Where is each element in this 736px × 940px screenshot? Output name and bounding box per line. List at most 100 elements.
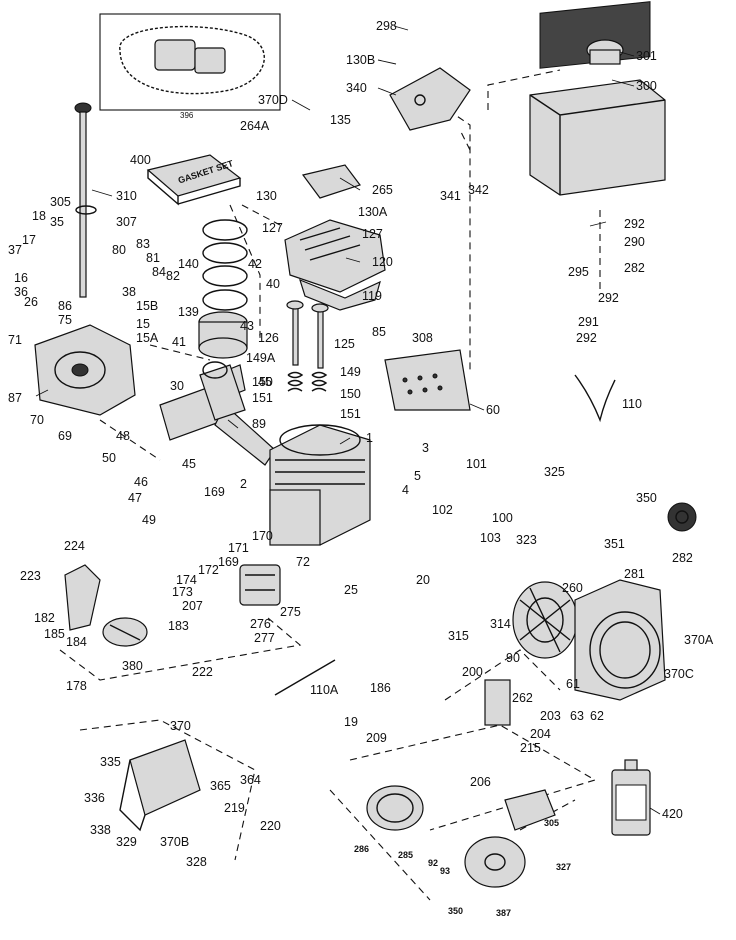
part-label: 380: [122, 659, 143, 673]
part-labels: 298 130B 301 300 340 370D 264A 135 400 3…: [8, 19, 714, 918]
part-label: 186: [370, 681, 391, 695]
part-label: 82: [166, 269, 180, 283]
piston-rings: [202, 219, 248, 311]
part-label: 351: [604, 537, 625, 551]
part-label: 264A: [240, 119, 270, 133]
part-label: 291: [578, 315, 599, 329]
part-label: 222: [192, 665, 213, 679]
part-label: 45: [182, 457, 196, 471]
part-label: 80: [112, 243, 126, 257]
part-label: 292: [598, 291, 619, 305]
part-label: 171: [228, 541, 249, 555]
part-label: 40: [266, 277, 280, 291]
part-label: 47: [128, 491, 142, 505]
part-label: 48: [116, 429, 130, 443]
part-label: 340: [346, 81, 367, 95]
part-label: 219: [224, 801, 245, 815]
part-label: 17: [22, 233, 36, 247]
part-label: 182: [34, 611, 55, 625]
part-label: 370D: [258, 93, 288, 107]
part-label: 265: [372, 183, 393, 197]
carburetor: [239, 564, 281, 606]
part-label: 2: [240, 477, 247, 491]
part-label: 19: [344, 715, 358, 729]
part-label: 45: [258, 375, 272, 389]
valve-springs: [287, 371, 328, 392]
part-label: 87: [8, 391, 22, 405]
part-label: 102: [432, 503, 453, 517]
part-label: 3: [422, 441, 429, 455]
part-label: 370A: [684, 633, 714, 647]
part-label: 207: [182, 599, 203, 613]
part-label: 90: [506, 651, 520, 665]
part-label: 350: [636, 491, 657, 505]
control-panel: [119, 739, 201, 832]
part-label: 282: [624, 261, 645, 275]
leader-lines: [35, 25, 661, 815]
part-label: 150: [252, 375, 273, 389]
part-label: 206: [470, 775, 491, 789]
part-label: 298: [376, 19, 397, 33]
part-label: 387: [496, 908, 511, 918]
recoil-starter-cover: [464, 789, 556, 888]
part-label: 89: [252, 417, 266, 431]
part-label: 365: [210, 779, 231, 793]
part-label: 127: [262, 221, 283, 235]
part-label: 325: [544, 465, 565, 479]
part-label: 119: [362, 289, 382, 303]
part-label: 46: [134, 475, 148, 489]
part-label: 81: [146, 251, 160, 265]
part-label: 139: [178, 305, 199, 319]
part-label: 172: [198, 563, 219, 577]
part-label: 341: [440, 189, 461, 203]
part-label: 170: [252, 529, 273, 543]
engine-block: [269, 424, 371, 546]
part-label: 315: [448, 629, 469, 643]
part-label: 20: [416, 573, 430, 587]
part-label: 174: [176, 573, 197, 587]
part-label: 169: [204, 485, 225, 499]
part-label: 260: [562, 581, 583, 595]
part-label: 50: [102, 451, 116, 465]
part-label: 335: [100, 755, 121, 769]
part-label: 41: [172, 335, 186, 349]
part-label: 276: [250, 617, 271, 631]
part-label: 203: [540, 709, 561, 723]
part-label: 92: [428, 858, 438, 868]
part-label: 277: [254, 631, 275, 645]
part-label: 286: [354, 844, 369, 854]
part-label: 62: [590, 709, 604, 723]
valves: [286, 300, 329, 369]
part-label: 327: [556, 862, 571, 872]
blower-housing: [574, 579, 666, 701]
part-label: 292: [576, 331, 597, 345]
part-label: 49: [142, 513, 156, 527]
part-label: 103: [480, 531, 501, 545]
part-label: 323: [516, 533, 537, 547]
part-label: 370: [170, 719, 191, 733]
part-label: 150: [340, 387, 361, 401]
part-label: 135: [330, 113, 351, 127]
part-label: 350: [448, 906, 463, 916]
part-label: 185: [44, 627, 65, 641]
intake-manifold: [64, 564, 101, 631]
part-label: 290: [624, 235, 645, 249]
bracket-340: [389, 67, 471, 131]
part-label: 38: [122, 285, 136, 299]
ignition-armature: [484, 679, 511, 726]
part-label: 301: [636, 49, 657, 63]
part-label: 130A: [358, 205, 388, 219]
part-label: 1: [366, 431, 373, 445]
part-label: 15B: [136, 299, 158, 313]
part-label: 42: [248, 257, 262, 271]
part-label: 310: [116, 189, 137, 203]
part-label: 307: [116, 215, 137, 229]
part-label: 60: [486, 403, 500, 417]
part-label: 85: [372, 325, 386, 339]
wire-harness: [574, 374, 616, 423]
part-label: 329: [116, 835, 137, 849]
part-label: 110: [622, 397, 642, 411]
gasket-inset-396: 396: [99, 13, 281, 120]
part-label: 282: [672, 551, 693, 565]
part-label: 295: [568, 265, 589, 279]
